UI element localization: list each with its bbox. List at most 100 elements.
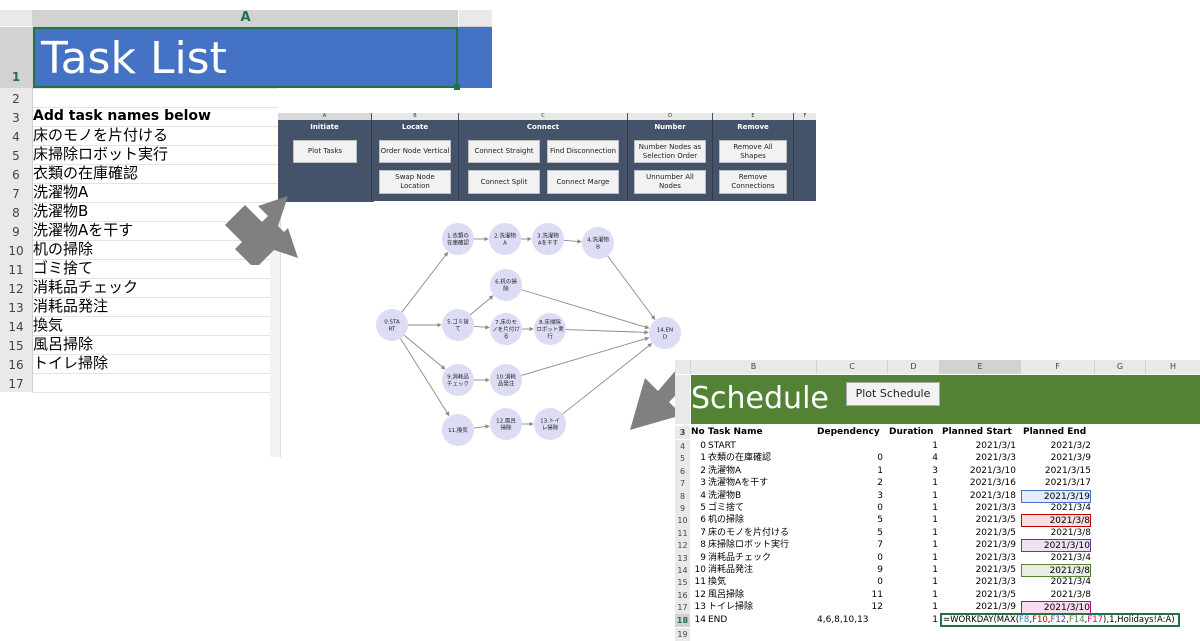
header-duration[interactable]: Duration [889,427,934,437]
cell-planned-start[interactable]: 2021/3/3 [975,503,1016,513]
cell-task-name[interactable]: 消耗品発注 [708,565,754,575]
cell-dependency[interactable]: 1 [877,465,883,476]
cell-planned-end[interactable]: 2021/3/10 [1021,539,1091,553]
connect-split-button[interactable]: Connect Split [468,170,540,194]
column-header-e[interactable]: E [940,360,1021,374]
cell-planned-end[interactable]: 2021/3/15 [1044,465,1091,476]
cell-no[interactable]: 0 [700,441,706,451]
cell-planned-end[interactable]: 2021/3/9 [1050,453,1091,464]
row-number[interactable]: 5 [675,452,690,466]
cell-task-name[interactable]: 衣類の在庫確認 [708,453,772,464]
cell-planned-end[interactable]: 2021/3/2 [1050,441,1091,451]
task-cell[interactable]: 風呂掃除 [33,335,94,353]
row-number[interactable]: 11 [675,526,690,540]
cell-dependency[interactable]: 11 [871,589,883,600]
row-number[interactable]: 17 [0,373,33,392]
task-cell[interactable]: 洗濯物Aを干す [33,221,134,239]
cell-planned-end[interactable]: 2021/3/17 [1044,478,1091,489]
cell-planned-end[interactable]: 2021/3/8 [1050,589,1091,600]
column-header-d[interactable]: D [888,360,940,374]
row-number[interactable]: 13 [0,297,33,316]
row-number[interactable]: 12 [675,539,690,553]
cell-planned-start[interactable]: 2021/3/1 [975,441,1016,451]
graph-node-n12[interactable]: 12.風呂掃除 [490,408,522,440]
cell-dependency[interactable]: 9 [877,565,883,575]
cell-planned-start[interactable]: 2021/3/10 [969,465,1016,476]
row-number[interactable]: 7 [675,477,690,491]
graph-node-n8[interactable]: 8.床掃除ロボット実行 [534,313,566,345]
task-cell[interactable]: 床掃除ロボット実行 [33,145,169,163]
task-cell[interactable]: トイレ掃除 [33,354,109,372]
cell-no[interactable]: 7 [700,527,706,538]
cell-dependency[interactable]: 2 [877,478,883,489]
cell-planned-end[interactable]: 2021/3/4 [1050,503,1091,513]
cell-no[interactable]: 12 [694,589,706,600]
cell-no[interactable]: 8 [700,540,706,551]
end-dependency[interactable]: 4,6,8,10,13 [817,615,869,625]
column-header-g[interactable]: G [1095,360,1146,374]
cell-task-name[interactable]: 机の掃除 [708,515,745,526]
cell-planned-start[interactable]: 2021/3/5 [975,589,1016,600]
cell-task-name[interactable]: 換気 [708,577,727,588]
column-header-b[interactable]: B [691,360,817,374]
fill-handle[interactable] [454,84,460,90]
row-number[interactable]: 6 [0,164,33,183]
cell-dependency[interactable]: 0 [877,552,883,563]
header-planned-start[interactable]: Planned Start [942,427,1012,437]
cell-duration[interactable]: 1 [932,490,938,501]
row-number[interactable]: 18 [675,614,690,627]
find-disconnection-button[interactable]: Find Disconnection [547,140,619,163]
row-number[interactable]: 17 [675,601,690,615]
row-number[interactable]: 13 [675,551,690,565]
row-number[interactable]: 8 [0,202,33,221]
graph-node-n9[interactable]: 9.消耗品チェック [442,364,474,396]
row-number[interactable]: 8 [675,489,690,503]
cell-dependency[interactable]: 12 [871,602,883,613]
graph-node-n1[interactable]: 1.衣類の在庫確認 [442,223,474,255]
cell-planned-end[interactable]: 2021/3/4 [1050,577,1091,588]
cell-duration[interactable]: 3 [932,465,938,476]
column-header-c[interactable]: C [817,360,888,374]
cell-dependency[interactable] [817,440,883,453]
cell-task-name[interactable]: 洗濯物Aを干す [708,478,769,489]
cell-duration[interactable]: 1 [932,527,938,538]
cell-planned-start[interactable]: 2021/3/5 [975,515,1016,526]
cell-dependency[interactable]: 7 [877,540,883,551]
remove-all-shapes-button[interactable]: Remove All Shapes [719,140,787,163]
select-all-corner[interactable] [0,10,33,26]
row-number[interactable]: 19 [675,628,690,641]
cell-planned-start[interactable]: 2021/3/9 [975,602,1016,613]
row-number[interactable]: 16 [675,588,690,602]
cell-dependency[interactable]: 0 [877,577,883,588]
cell-task-name[interactable]: 洗濯物B [708,490,742,501]
cell-task-name[interactable]: 床のモノを片付ける [708,527,790,538]
cell-task-name[interactable]: 床掃除ロボット実行 [708,540,790,551]
cell-no[interactable]: 9 [700,552,706,563]
graph-node-n6[interactable]: 6.机の掃除 [490,269,522,301]
row-number[interactable]: 6 [675,464,690,478]
cell-task-name[interactable]: トイレ掃除 [708,602,754,613]
cell-duration[interactable]: 1 [932,503,938,513]
graph-node-n10[interactable]: 10.消耗品発注 [490,364,522,396]
row-number[interactable]: 12 [0,278,33,297]
cell-dependency[interactable]: 0 [877,503,883,513]
task-cell[interactable]: 衣類の在庫確認 [33,164,139,182]
header-no[interactable]: No [691,427,705,437]
plot-schedule-button[interactable]: Plot Schedule [846,382,940,406]
header-task-name[interactable]: Task Name [708,427,763,437]
cell-planned-start[interactable]: 2021/3/3 [975,453,1016,464]
plot-tasks-button[interactable]: Plot Tasks [293,140,357,163]
cell-planned-end[interactable]: 2021/3/8 [1050,527,1091,538]
row-number[interactable]: 7 [0,183,33,202]
cell-planned-start[interactable]: 2021/3/9 [975,540,1016,551]
row-number[interactable]: 9 [0,221,33,240]
cell-duration[interactable]: 1 [932,441,938,451]
task-list-header[interactable]: Add task names below [33,108,211,124]
cell-planned-start[interactable]: 2021/3/3 [975,577,1016,588]
cell-duration[interactable]: 1 [932,540,938,551]
task-cell[interactable]: 洗濯物B [33,202,89,220]
cell-dependency[interactable]: 3 [877,490,883,501]
task-cell[interactable]: 消耗品発注 [33,297,109,315]
